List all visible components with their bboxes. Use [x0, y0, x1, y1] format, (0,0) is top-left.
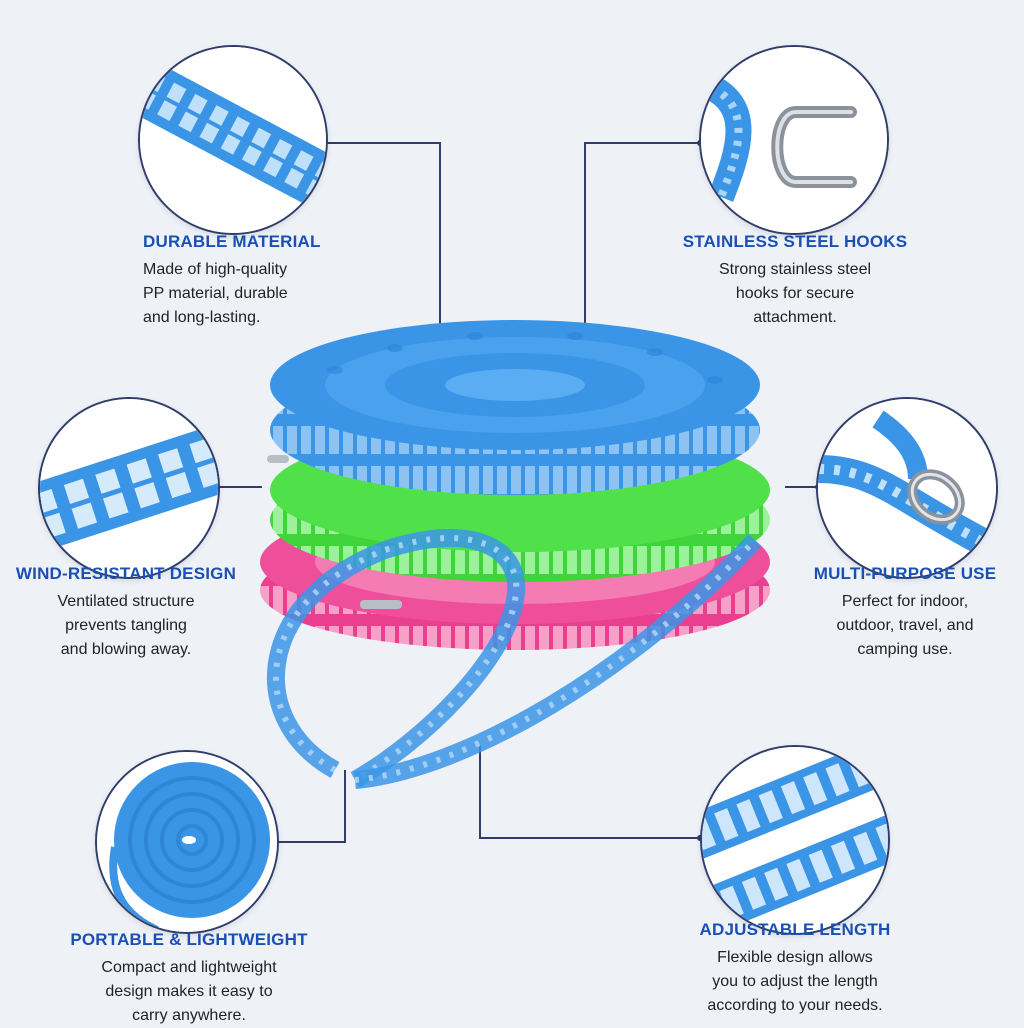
feature-description: Flexible design allows you to adjust the…: [707, 949, 883, 1014]
feature-durable-material: DURABLE MATERIAL Made of high-quality PP…: [143, 232, 403, 330]
product-rope-coils: [215, 300, 795, 800]
feature-stainless-steel-hooks: STAINLESS STEEL HOOKS Strong stainless s…: [655, 232, 935, 330]
feature-description: Perfect for indoor, outdoor, travel, and…: [836, 593, 974, 658]
feature-adjustable-length: ADJUSTABLE LENGTH Flexible design allows…: [665, 920, 925, 1018]
feature-wind-resistant-design: WIND-RESISTANT DESIGN Ventilated structu…: [4, 564, 248, 662]
feature-description: Strong stainless steel hooks for secure …: [718, 261, 872, 326]
feature-description: Made of high-quality PP material, durabl…: [143, 261, 288, 326]
feature-description: Ventilated structure prevents tangling a…: [57, 593, 195, 658]
rope-ring-icon: [818, 399, 996, 577]
feature-title: WIND-RESISTANT DESIGN: [15, 564, 237, 583]
feature-title: MULTI-PURPOSE USE: [813, 564, 997, 583]
rope-coils-icon: [260, 320, 770, 789]
feature-title: ADJUSTABLE LENGTH: [699, 920, 891, 939]
multi-purpose-image: [816, 397, 998, 579]
ventilated-rope-icon: [40, 399, 218, 577]
adjustable-image: [700, 745, 890, 935]
stretched-rope-icon: [702, 747, 888, 933]
steel-hook-icon: [701, 47, 887, 233]
steel-hooks-image: [699, 45, 889, 235]
durable-material-image: [138, 45, 328, 235]
feature-description: Compact and lightweight design makes it …: [101, 959, 277, 1024]
feature-title: DURABLE MATERIAL: [143, 232, 321, 251]
feature-portable-lightweight: PORTABLE & LIGHTWEIGHT Compact and light…: [50, 930, 328, 1028]
portable-image: [95, 750, 279, 934]
rope-closeup-icon: [140, 47, 326, 233]
feature-title: STAINLESS STEEL HOOKS: [682, 232, 908, 251]
wind-resistant-image: [38, 397, 220, 579]
feature-multi-purpose-use: MULTI-PURPOSE USE Perfect for indoor, ou…: [790, 564, 1020, 662]
feature-title: PORTABLE & LIGHTWEIGHT: [70, 930, 308, 949]
coiled-rope-icon: [97, 752, 277, 932]
